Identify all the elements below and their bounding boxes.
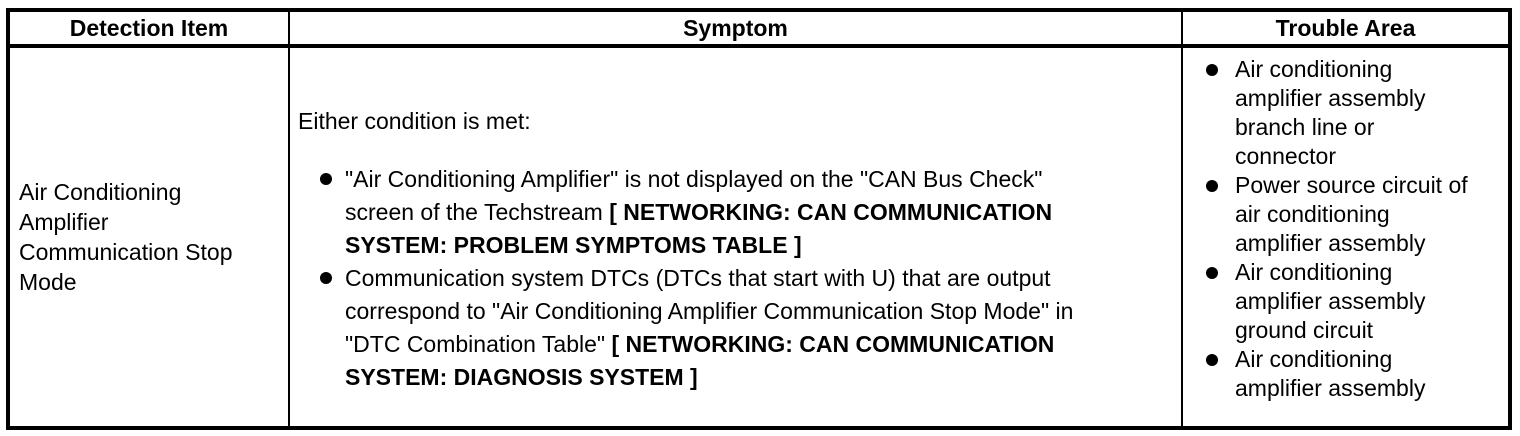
symptom-bullet-normal-text: Communication system DTCs (DTCs that sta… xyxy=(345,264,1074,357)
trouble-area-cell: Air conditioning amplifier assembly bran… xyxy=(1183,48,1508,426)
table-body-row: Air Conditioning Amplifier Communication… xyxy=(10,48,1508,426)
table-header-row: Detection Item Symptom Trouble Area xyxy=(10,12,1508,48)
symptom-intro-text: Either condition is met: xyxy=(298,107,531,134)
bullet-marker xyxy=(1206,64,1218,76)
header-symptom: Symptom xyxy=(290,12,1183,44)
symptom-bullet-item: "Air Conditioning Amplifier" is not disp… xyxy=(298,163,1181,262)
symptom-cell: Either condition is met: "Air Conditioni… xyxy=(290,48,1183,426)
bullet-marker xyxy=(1206,180,1218,192)
symptom-bullet-normal-text: "Air Conditioning Amplifier" is not disp… xyxy=(345,165,1043,225)
trouble-area-bullet-list: Air conditioning amplifier assembly bran… xyxy=(1193,55,1508,403)
trouble-area-text: Air conditioning amplifier assembly grou… xyxy=(1235,259,1426,343)
bullet-marker xyxy=(320,172,332,185)
bullet-marker xyxy=(320,271,332,284)
header-trouble-area: Trouble Area xyxy=(1275,14,1416,41)
header-detection-item: Detection Item xyxy=(10,12,290,44)
symptom-bullet-text: "Air Conditioning Amplifier" is not disp… xyxy=(345,163,1087,262)
trouble-area-text: Air conditioning amplifier assembly bran… xyxy=(1235,56,1426,169)
trouble-area-item: Air conditioning amplifier assembly xyxy=(1193,345,1508,403)
bullet-marker xyxy=(1206,354,1218,366)
detection-item-text: Air Conditioning Amplifier Communication… xyxy=(19,179,233,295)
trouble-area-item: Air conditioning amplifier assembly bran… xyxy=(1193,55,1508,171)
bullet-marker xyxy=(1206,267,1218,279)
symptom-bullet-text: Communication system DTCs (DTCs that sta… xyxy=(345,262,1087,394)
trouble-area-item: Air conditioning amplifier assembly grou… xyxy=(1193,258,1508,345)
symptom-bullet-bold-reference: [ NETWORKING: CAN COMMUNICATION SYSTEM: … xyxy=(345,330,1055,390)
detection-item-cell: Air Conditioning Amplifier Communication… xyxy=(10,48,290,426)
symptom-bullet-item: Communication system DTCs (DTCs that sta… xyxy=(298,262,1181,394)
trouble-area-item: Power source circuit of air conditioning… xyxy=(1193,171,1508,258)
trouble-area-text: Air conditioning amplifier assembly xyxy=(1235,346,1426,401)
symptom-bullet-bold-reference: [ NETWORKING: CAN COMMUNICATION SYSTEM: … xyxy=(345,198,1053,258)
diagnostic-table: Detection Item Symptom Trouble Area Air … xyxy=(6,8,1512,430)
symptom-bullet-list: "Air Conditioning Amplifier" is not disp… xyxy=(298,163,1181,394)
trouble-area-text: Power source circuit of air conditioning… xyxy=(1235,172,1468,256)
